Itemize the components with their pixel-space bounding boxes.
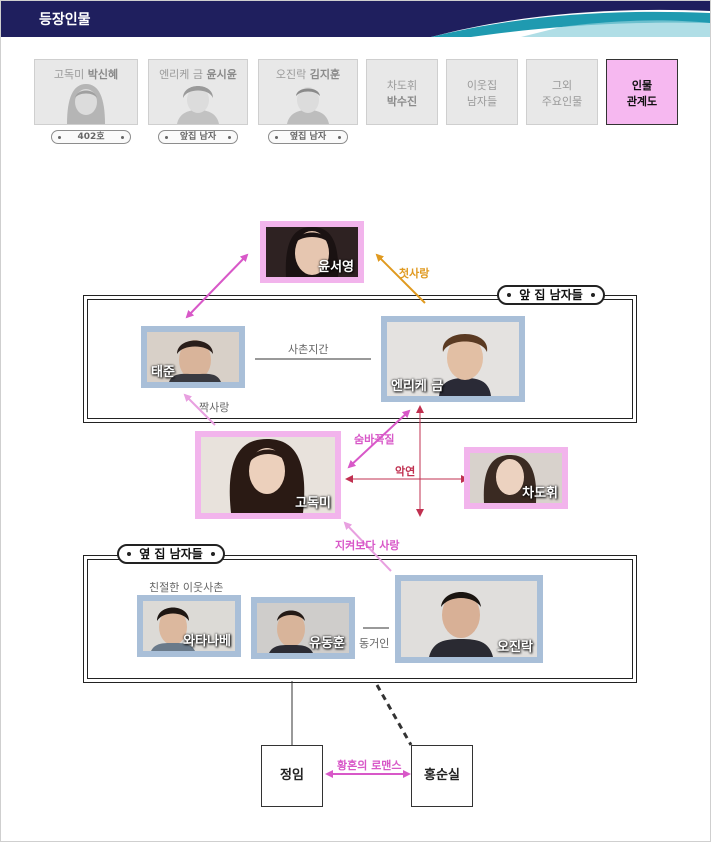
tab-badge-enrique: 앞집 남자: [158, 130, 238, 144]
chadohwi-face-icon: [470, 453, 562, 503]
label-bad-blood: 악연: [395, 465, 416, 478]
front-house-group-label: 앞 집 남자들: [497, 285, 605, 305]
portrait-godokmi: 고독미: [195, 431, 341, 519]
name-chadohwi: 차도휘: [522, 486, 558, 501]
tab-badge-godokmi: 402호: [51, 130, 131, 144]
label-twilight-romance: 황혼의 로맨스: [337, 759, 402, 772]
header-banner: 등장인물: [1, 1, 710, 37]
label-hide-and-seek: 숨바꼭질: [354, 433, 395, 446]
name-godokmi: 고독미: [295, 496, 331, 511]
portrait-yudonghun: 유동훈: [251, 597, 355, 659]
label-crush: 짝사랑: [199, 401, 230, 414]
yudonghun-face-icon: [257, 603, 349, 653]
page-title: 등장인물: [39, 12, 91, 28]
godokmi-face-icon: [201, 437, 335, 513]
enrique-face-icon: [387, 322, 519, 396]
label-first-love: 첫사랑: [399, 267, 430, 280]
taejun-face-icon: [147, 332, 239, 382]
watanabe-face-icon: [143, 601, 235, 651]
name-ojinrak: 오진락: [497, 640, 533, 655]
label-friendly-cousin: 친절한 이웃사촌: [149, 581, 224, 594]
portrait-enrique: 엔리케 금: [381, 316, 525, 402]
box-jeongim: 정임: [261, 745, 323, 807]
portrait-yoon-seoyoung: 윤서영: [260, 221, 364, 283]
portrait-ojinrak: 오진락: [395, 575, 543, 663]
enrique-portrait-icon: [177, 86, 219, 124]
portrait-watanabe: 와타나베: [137, 595, 241, 657]
tab-badge-ojinrak: 옆집 남자: [268, 130, 348, 144]
portrait-taejun: 태준: [141, 326, 245, 388]
name-enrique: 엔리케 금: [391, 379, 444, 394]
name-yoon-seoyoung: 윤서영: [318, 260, 354, 275]
box-hongsunsil: 홍순실: [411, 745, 473, 807]
tab-ojinrak[interactable]: 오진락 김지훈: [258, 59, 358, 125]
side-house-group-label: 옆 집 남자들: [117, 544, 225, 564]
label-cousins: 사촌지간: [288, 343, 329, 356]
name-yudonghun: 유동훈: [309, 636, 345, 651]
tab-godokmi[interactable]: 고독미 박신혜: [34, 59, 138, 125]
yoon-seoyoung-face-icon: [266, 227, 358, 277]
godokmi-portrait-icon: [67, 84, 105, 124]
name-taejun: 태준: [151, 365, 175, 380]
ojinrak-portrait-icon: [287, 87, 329, 124]
portrait-chadohwi: 차도휘: [464, 447, 568, 509]
label-roommates: 동거인: [359, 637, 390, 650]
label-love-beyond-watching: 지켜보다 사랑: [335, 539, 400, 552]
name-watanabe: 와타나베: [183, 634, 231, 649]
ojinrak-face-icon: [401, 581, 537, 657]
tab-enrique[interactable]: 엔리케 금 윤시윤: [148, 59, 248, 125]
